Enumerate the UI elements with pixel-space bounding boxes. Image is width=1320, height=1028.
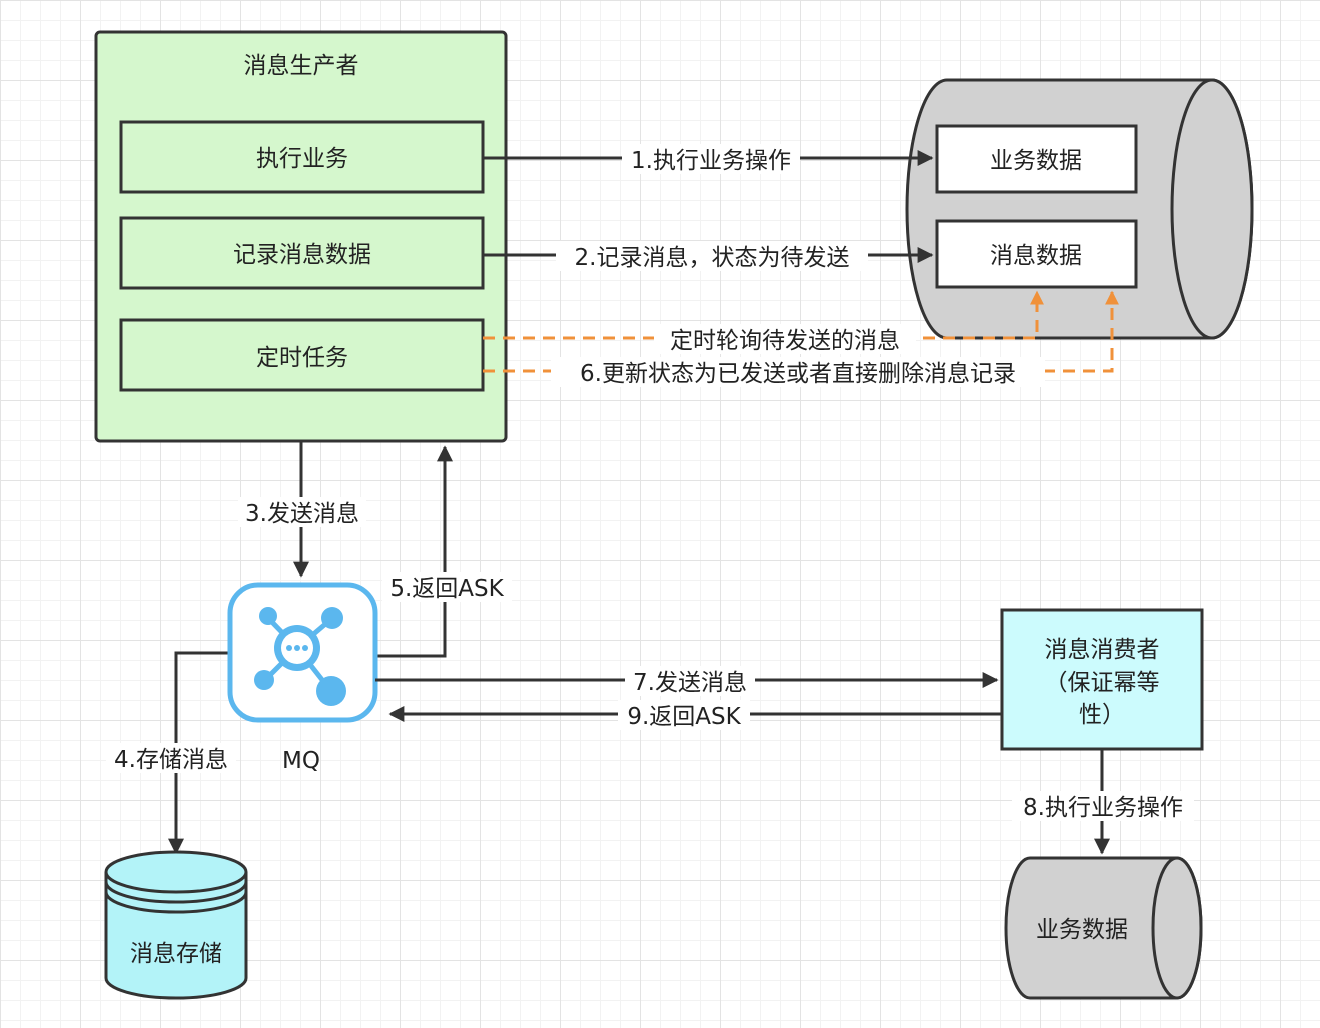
- consumer-db-label: 业务数据: [1036, 917, 1128, 943]
- message-storage-cylinder[interactable]: 消息存储: [104, 850, 248, 1000]
- consumer-note: 性）: [1079, 702, 1125, 728]
- step-label: 定时任务: [256, 345, 348, 371]
- edge-label: 5.返回ASK: [390, 576, 504, 602]
- edge-poll-pending-messages: 定时轮询待发送的消息: [483, 290, 1044, 354]
- step-scheduled-task[interactable]: 定时任务: [119, 318, 485, 392]
- edge-label: 1.执行业务操作: [631, 148, 791, 174]
- record-label: 业务数据: [990, 148, 1082, 174]
- edge-8-execute-business: 8.执行业务操作: [1012, 749, 1194, 855]
- main-database-cylinder[interactable]: [905, 78, 1254, 340]
- edge-6-update-status: 6.更新状态为已发送或者直接删除消息记录: [483, 290, 1119, 387]
- mq-label: MQ: [282, 748, 320, 774]
- edge-label: 定时轮询待发送的消息: [670, 328, 900, 354]
- edge-3-send-message: 3.发送消息: [238, 441, 366, 578]
- edge-1-execute-business: 1.执行业务操作: [483, 144, 934, 174]
- consumer-database-cylinder[interactable]: 业务数据: [1004, 856, 1203, 1000]
- edge-label: 2.记录消息，状态为待发送: [575, 245, 850, 271]
- consumer-block[interactable]: 消息消费者 （保证幂等 性）: [1000, 608, 1204, 751]
- edge-label: 6.更新状态为已发送或者直接删除消息记录: [580, 361, 1016, 387]
- edge-2-record-message: 2.记录消息，状态为待发送: [483, 241, 934, 271]
- consumer-note: （保证幂等: [1045, 670, 1160, 696]
- edge-label: 8.执行业务操作: [1023, 795, 1183, 821]
- mq-node[interactable]: MQ: [227, 582, 378, 774]
- edge-label: 9.返回ASK: [627, 704, 741, 730]
- producer-title: 消息生产者: [244, 53, 359, 79]
- record-label: 消息数据: [990, 243, 1082, 269]
- edge-5-return-ask: 5.返回ASK: [375, 445, 512, 658]
- step-record-message[interactable]: 记录消息数据: [119, 216, 485, 290]
- step-label: 记录消息数据: [233, 242, 371, 268]
- edge-4-store-message: 4.存储消息: [106, 651, 236, 855]
- consumer-title: 消息消费者: [1045, 637, 1160, 663]
- edge-label: 3.发送消息: [245, 501, 359, 527]
- storage-label: 消息存储: [130, 941, 222, 967]
- edge-label: 4.存储消息: [114, 747, 228, 773]
- step-label: 执行业务: [256, 146, 348, 172]
- edge-label: 7.发送消息: [633, 670, 747, 696]
- db-record-business-data[interactable]: 业务数据: [935, 124, 1138, 194]
- mq-hub-icon: [254, 607, 346, 706]
- db-record-message-data[interactable]: 消息数据: [935, 219, 1138, 289]
- edge-9-return-ask: 9.返回ASK: [388, 700, 1002, 730]
- step-execute-business[interactable]: 执行业务: [119, 120, 485, 194]
- edge-7-send-message: 7.发送消息: [375, 666, 999, 696]
